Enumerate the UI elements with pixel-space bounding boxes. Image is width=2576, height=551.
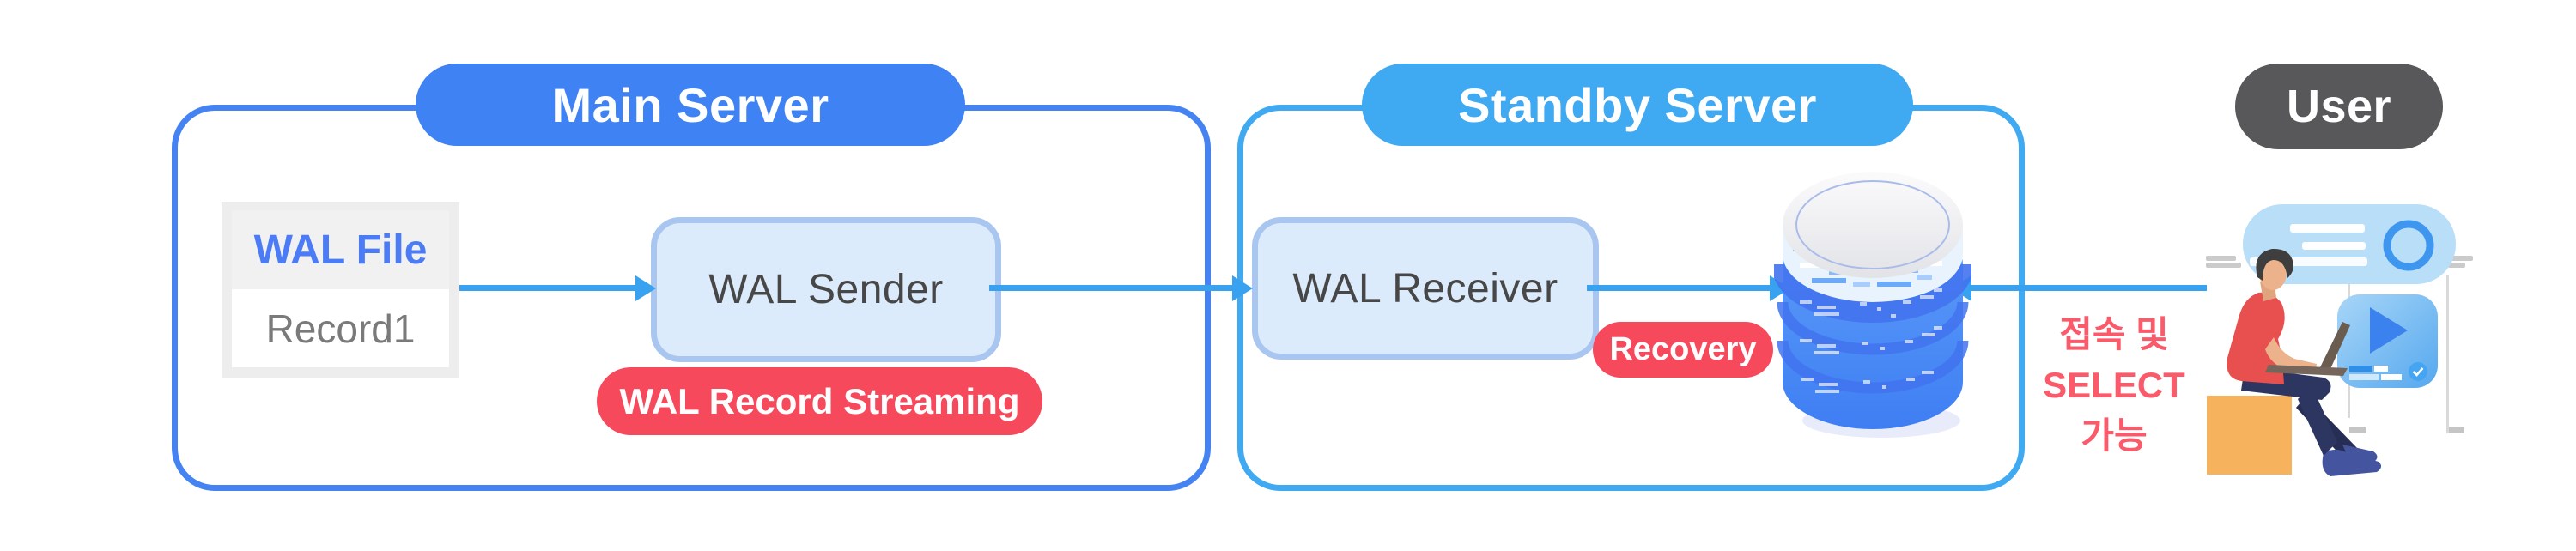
circle-icon — [2383, 220, 2434, 271]
arrow-line — [989, 285, 1235, 291]
note-line-2: SELECT — [2043, 365, 2185, 405]
arrow-line — [1970, 285, 2207, 291]
person-arm — [2265, 337, 2317, 373]
play-icon — [2370, 307, 2408, 354]
decor-vline-right — [2446, 275, 2449, 433]
note-line-1: 접속 및 — [2059, 314, 2169, 354]
person-hair — [2256, 248, 2293, 281]
db-data-dots — [1800, 288, 1942, 393]
recovery-label: Recovery — [1609, 331, 1757, 367]
database-cylinder-icon — [1774, 172, 1971, 438]
recovery-badge: Recovery — [1593, 322, 1773, 378]
wal-file-record: Record1 — [232, 289, 449, 367]
seat-box — [2207, 396, 2292, 475]
wal-file-header: WAL File — [232, 210, 449, 289]
user-title-pill: User — [2235, 64, 2443, 149]
person-shoe-2 — [2342, 445, 2378, 463]
db-top-ring — [1795, 180, 1950, 269]
video-card-icon — [2337, 294, 2438, 388]
decor-gray-bars — [2206, 256, 2473, 433]
browser-banner-icon — [2243, 204, 2456, 284]
main-server-title-pill: Main Server — [416, 64, 965, 146]
standby-server-title: Standby Server — [1458, 77, 1817, 132]
arrow-line — [1587, 285, 1772, 291]
person-torso — [2227, 292, 2285, 384]
person — [2227, 248, 2382, 476]
user-title: User — [2286, 81, 2392, 132]
person-shin — [2298, 385, 2337, 456]
wal-sender-box: WAL Sender — [651, 217, 1001, 362]
wal-record-streaming-badge: WAL Record Streaming — [597, 367, 1042, 435]
main-server-title: Main Server — [551, 77, 829, 132]
user-access-note: 접속 및 SELECT 가능 — [2017, 309, 2211, 461]
note-line-3: 가능 — [2081, 415, 2148, 456]
arrow-right-icon — [635, 276, 656, 301]
person-laptop-illustration — [2206, 204, 2473, 476]
arrow-line — [459, 285, 638, 291]
arrow-right-icon — [1232, 276, 1253, 301]
wal-receiver-box: WAL Receiver — [1252, 217, 1599, 360]
check-circle-icon — [2409, 362, 2427, 381]
wal-sender-label: WAL Sender — [708, 267, 944, 312]
wal-receiver-label: WAL Receiver — [1292, 265, 1558, 312]
standby-server-title-pill: Standby Server — [1362, 64, 1913, 146]
wal-file-card: WAL File Record1 — [222, 202, 459, 378]
person-shoe — [2322, 449, 2382, 476]
db-top-plate — [1783, 172, 1963, 278]
laptop-icon — [2265, 322, 2350, 376]
wal-record-streaming-label: WAL Record Streaming — [619, 380, 1020, 421]
